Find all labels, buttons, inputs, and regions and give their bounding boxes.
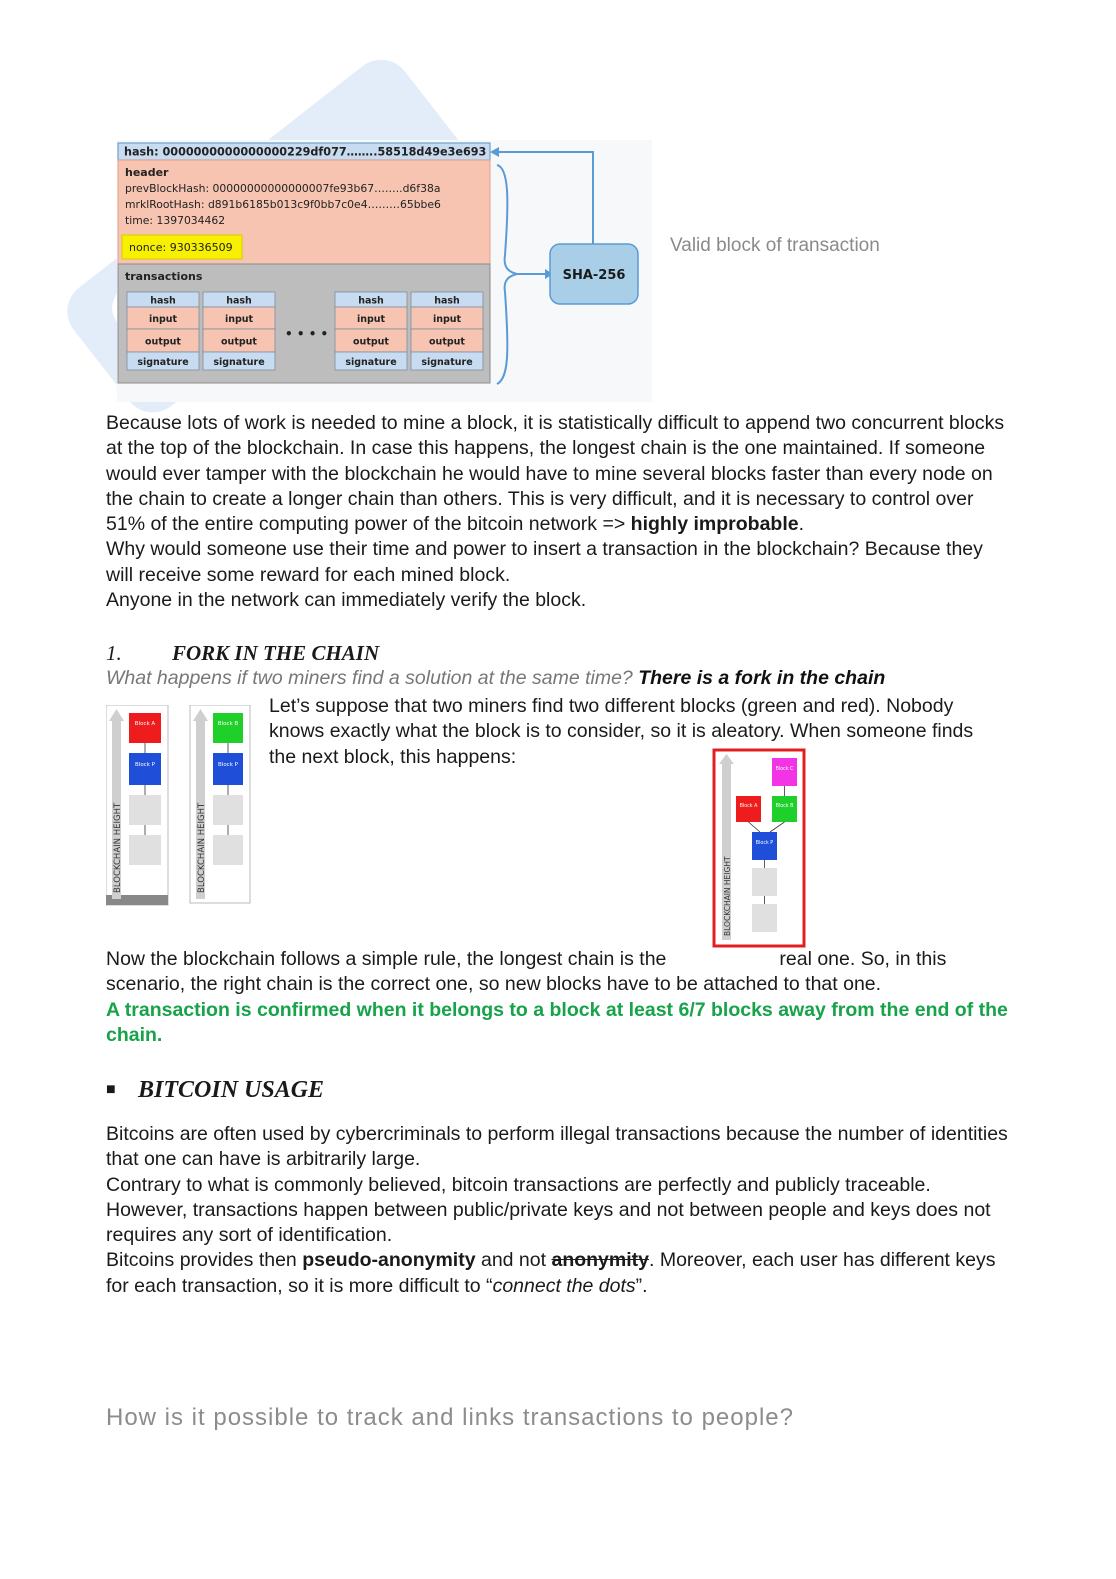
header-label: header xyxy=(125,166,169,179)
transaction-cell xyxy=(126,351,200,371)
valid-block-caption: Valid block of transaction xyxy=(670,235,880,256)
fork-heading-number: 1. xyxy=(106,641,122,665)
longest-rule-part1: Now the blockchain follows a simple rule… xyxy=(106,948,667,970)
transaction-card: hash input output signature xyxy=(202,291,276,371)
paragraph-longest-chain: Because lots of work is needed to mine a… xyxy=(106,411,1011,537)
longest-chain-rule: Now the blockchain follows a simple rule… xyxy=(106,947,1011,998)
paragraph-end-punct: . xyxy=(798,513,805,536)
sha256-label: SHA-256 xyxy=(563,268,626,283)
transaction-cell-label: signature xyxy=(137,357,188,368)
block-p-resolved xyxy=(752,832,777,860)
transaction-cell-label: output xyxy=(429,337,465,348)
nonce-text: nonce: 930336509 xyxy=(129,241,233,254)
intro-text-block: Because lots of work is needed to mine a… xyxy=(106,411,1011,613)
transactions-ellipsis: • • • • xyxy=(285,327,328,341)
usage-p3-end: . Moreover, each user has different keys… xyxy=(106,1249,996,1297)
transaction-card: hash input output signature xyxy=(334,291,408,371)
prev-hash-text: prevBlockHash: 00000000000000007fe93b67…… xyxy=(125,182,440,195)
anonymity-strike: anonymity xyxy=(551,1249,649,1272)
track-transactions-heading: How is it possible to track and links tr… xyxy=(106,1404,794,1431)
fork-chains-diagram: BLOCKCHAIN HEIGHT Block A Block P BLOCKC… xyxy=(106,705,251,906)
pseudo-anonymity-bold: pseudo-anonymity xyxy=(302,1249,476,1272)
axis-label-left: BLOCKCHAIN HEIGHT xyxy=(113,802,123,893)
block-structure-diagram: hash: 0000000000000000229df077……..58518d… xyxy=(117,140,652,402)
block-p-left-label: Block P xyxy=(135,762,156,768)
paragraph-reward: Why would someone use their time and pow… xyxy=(106,538,983,586)
transaction-cell-label: input xyxy=(225,314,254,325)
fork-resolved-diagram: BLOCKCHAIN HEIGHT Block C Block A Block … xyxy=(712,748,806,948)
axis-label-resolved: BLOCKCHAIN HEIGHT xyxy=(723,856,732,936)
transaction-cell-label: output xyxy=(221,337,257,348)
block-b-resolved xyxy=(772,796,797,822)
usage-p3-close: ”. xyxy=(635,1274,648,1297)
block-p-right-label: Block P xyxy=(218,762,239,768)
fork-question-text: What happens if two miners find a soluti… xyxy=(106,667,633,689)
transaction-cell-label: signature xyxy=(345,357,396,368)
usage-p3-mid: and not xyxy=(480,1249,547,1272)
square-bullet-icon: ■ xyxy=(106,1081,116,1098)
fork-suppose-text: Let’s suppose that two miners find two d… xyxy=(269,695,974,768)
confirmation-rule: A transaction is confirmed when it belon… xyxy=(106,998,1008,1046)
block-a-resolved-label: Block A xyxy=(740,803,758,809)
bitcoin-usage-heading: ■ BITCOIN USAGE xyxy=(106,1077,324,1104)
block-p-resolved-label: Block P xyxy=(756,840,773,846)
usage-paragraph-1: Bitcoins are often used by cybercriminal… xyxy=(106,1123,1008,1171)
block-p-left xyxy=(129,753,161,785)
highly-improbable-bold: highly improbable xyxy=(630,513,799,536)
transaction-cell-label: signature xyxy=(421,357,472,368)
transaction-card: hash input output signature xyxy=(410,291,484,371)
transaction-cell xyxy=(410,351,484,371)
block-a-left xyxy=(129,713,161,743)
connect-dots-italic: connect the dots xyxy=(492,1274,636,1297)
merkle-root-text: mrklRootHash: d891b6185b013c9f0bb7c0e4……… xyxy=(125,198,441,211)
transaction-cell xyxy=(334,351,408,371)
block-b-right-label: Block B xyxy=(218,721,239,727)
block-a-left-label: Block A xyxy=(135,721,156,727)
block-p-right xyxy=(213,753,243,785)
usage-paragraph-3: Bitcoins provides then pseudo-anonymity … xyxy=(106,1248,1011,1299)
transactions-label: transactions xyxy=(125,270,203,283)
fork-question: What happens if two miners find a soluti… xyxy=(106,667,885,690)
transaction-cell-label: output xyxy=(145,337,181,348)
fork-heading: 1. FORK IN THE CHAIN xyxy=(106,641,379,666)
block-b-resolved-label: Block B xyxy=(776,803,794,809)
transaction-cell-label: output xyxy=(353,337,389,348)
block-c-resolved xyxy=(772,758,797,786)
paragraph-longest-chain-text: Because lots of work is needed to mine a… xyxy=(106,412,1005,536)
sha256-box xyxy=(549,243,639,305)
bitcoin-usage-title: BITCOIN USAGE xyxy=(138,1077,325,1103)
transaction-cell-label: input xyxy=(433,314,462,325)
transaction-cell xyxy=(202,351,276,371)
time-text: time: 1397034462 xyxy=(125,214,225,227)
transaction-cell-label: signature xyxy=(213,357,264,368)
fork-heading-title: FORK IN THE CHAIN xyxy=(172,641,380,665)
longest-rule-part2: real one. So, in this scenario, the righ… xyxy=(106,948,947,996)
transaction-cell-label: hash xyxy=(226,296,252,307)
block-a-resolved xyxy=(736,796,761,822)
transaction-cell-label: hash xyxy=(358,296,384,307)
longest-chain-rule-block: Now the blockchain follows a simple rule… xyxy=(106,947,1011,1048)
arrow-to-hash xyxy=(499,151,594,244)
transaction-cell-label: input xyxy=(149,314,178,325)
block-hash-text: hash: 0000000000000000229df077……..58518d… xyxy=(124,146,486,159)
usage-text-block: Bitcoins are often used by cybercriminal… xyxy=(106,1122,1011,1299)
paragraph-verify: Anyone in the network can immediately ve… xyxy=(106,589,587,612)
transaction-cell-label: input xyxy=(357,314,386,325)
transaction-cell-label: hash xyxy=(150,296,176,307)
block-b-right xyxy=(213,713,243,743)
transaction-card: hash input output signature xyxy=(126,291,200,371)
usage-paragraph-2: Contrary to what is commonly believed, b… xyxy=(106,1173,991,1247)
block-c-resolved-label: Block C xyxy=(776,766,794,772)
transaction-cell-label: hash xyxy=(434,296,460,307)
usage-p3-start: Bitcoins provides then xyxy=(106,1249,297,1272)
axis-label-right: BLOCKCHAIN HEIGHT xyxy=(197,802,207,893)
fork-answer-bold: There is a fork in the chain xyxy=(638,667,886,689)
